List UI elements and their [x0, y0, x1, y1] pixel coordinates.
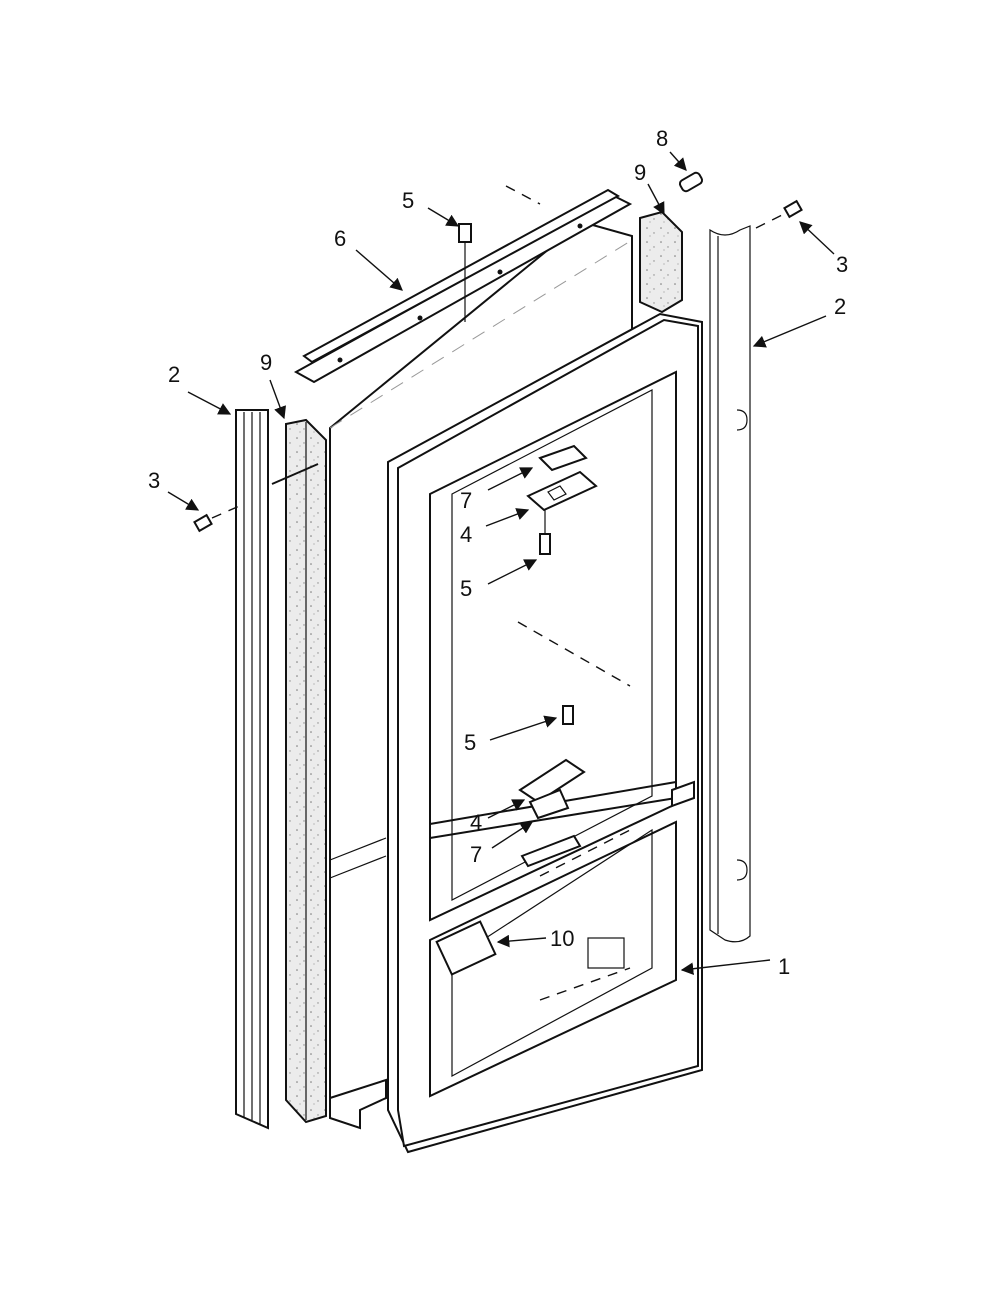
- callout-5-lower: 5: [464, 730, 476, 755]
- hardware: [193, 171, 803, 976]
- callout-5-top: 5: [402, 188, 414, 213]
- callout-4-upper: 4: [460, 522, 472, 547]
- callout-2-right: 2: [834, 294, 846, 319]
- callout-5-upper: 5: [460, 576, 472, 601]
- callout-1: 1: [778, 954, 790, 979]
- callout-7-lower: 7: [470, 842, 482, 867]
- door-frame: [387, 312, 703, 1154]
- callout-3-left: 3: [148, 468, 160, 493]
- right-foam-strip: [639, 210, 683, 314]
- callout-labels: 1 2 2 3 3 4 4 5 5 5 6 7 7 8 9 9 10: [148, 126, 848, 979]
- callout-8: 8: [656, 126, 668, 151]
- right-trim-strip: [709, 225, 751, 943]
- left-foam-strip: [285, 418, 327, 1124]
- label-plate: [435, 920, 497, 976]
- callout-2-left: 2: [168, 362, 180, 387]
- left-trim-strip: [235, 409, 269, 1130]
- left-screw: [193, 513, 213, 533]
- callout-9-left: 9: [260, 350, 272, 375]
- callout-7-upper: 7: [460, 488, 472, 513]
- callout-3-right: 3: [836, 252, 848, 277]
- top-screw: [458, 223, 472, 243]
- top-bracket: [293, 188, 633, 384]
- upper-hinge-assembly: [526, 444, 598, 555]
- hidden-edges: [505, 185, 631, 1001]
- callout-6: 6: [334, 226, 346, 251]
- pin: [678, 171, 704, 193]
- leader-lines: [167, 151, 835, 975]
- lower-hinge-assembly: [518, 705, 586, 868]
- callout-10: 10: [550, 926, 574, 951]
- right-screw: [783, 199, 803, 219]
- callout-9-right: 9: [634, 160, 646, 185]
- callout-4-lower: 4: [470, 810, 482, 835]
